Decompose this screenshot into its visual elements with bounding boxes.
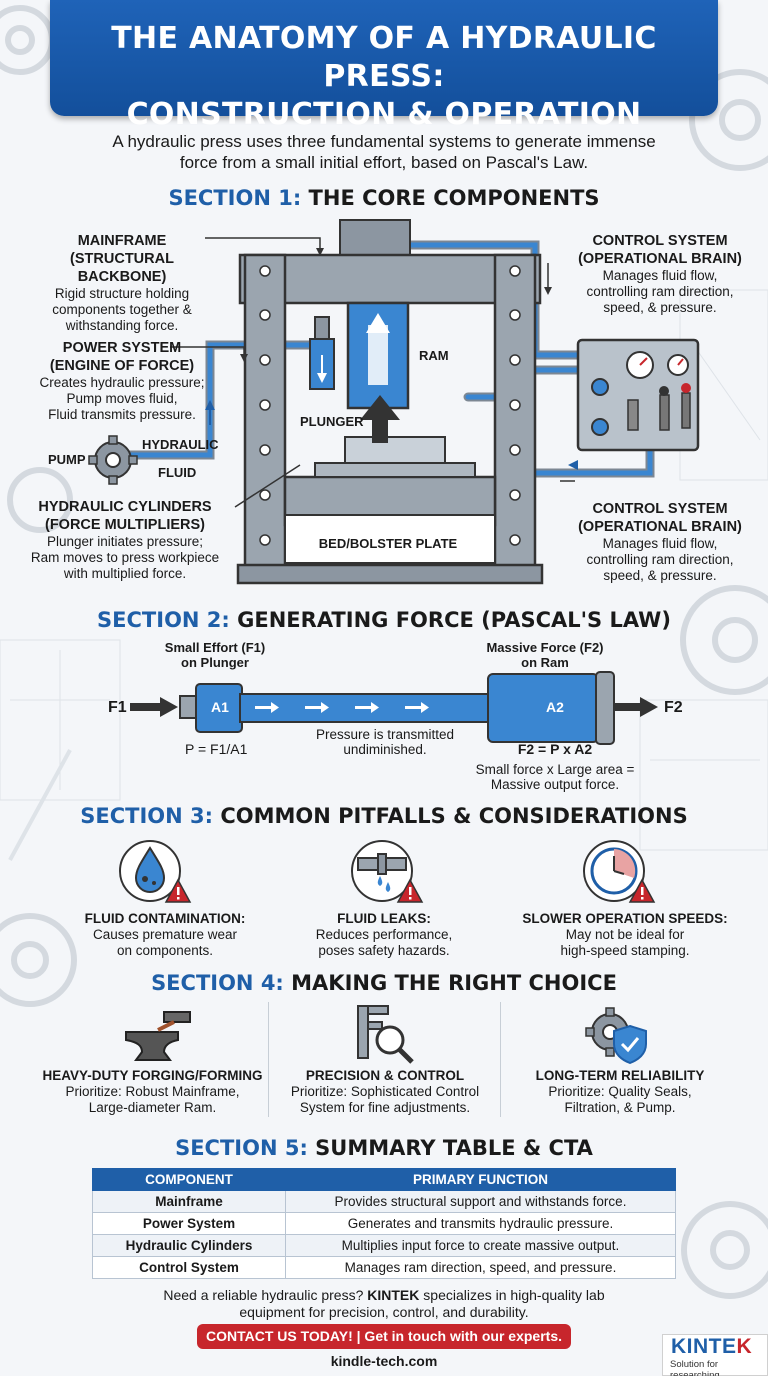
control-system-label-top: CONTROL SYSTEM (OPERATIONAL BRAIN) Manag… — [578, 233, 742, 315]
table-cell: Mainframe — [92, 1190, 286, 1213]
pitfall-fluid-contamination: FLUID CONTAMINATION: Causes premature we… — [84, 911, 246, 958]
choice-precision-control: PRECISION & CONTROL Prioritize: Sophisti… — [290, 1068, 480, 1115]
control-system-label-bottom: CONTROL SYSTEM (OPERATIONAL BRAIN) Manag… — [578, 501, 742, 583]
power-system-label: POWER SYSTEM (ENGINE OF FORCE) Creates h… — [39, 340, 205, 422]
bed-plate-label: BED/BOLSTER PLATE — [318, 536, 458, 551]
table-cell: Manages ram direction, speed, and pressu… — [285, 1256, 676, 1279]
section1-title: SECTION 1: THE CORE COMPONENTS — [168, 186, 600, 210]
table-row: Power System Generates and transmits hyd… — [92, 1212, 676, 1235]
fluid-label: FLUID — [158, 465, 197, 480]
force-summary-text: Small force x Large area = Massive outpu… — [475, 762, 635, 792]
contact-us-button[interactable]: CONTACT US TODAY! | Get in touch with ou… — [197, 1324, 571, 1349]
divider — [500, 1002, 501, 1117]
a1-label: A1 — [211, 699, 229, 715]
page-title: THE ANATOMY OF A HYDRAULIC PRESS: CONSTR… — [111, 21, 657, 132]
hydraulic-cylinders-label: HYDRAULIC CYLINDERS (FORCE MULTIPLIERS) … — [30, 499, 220, 581]
mainframe-label: MAINFRAME (STRUCTURAL BACKBONE) Rigid st… — [52, 233, 192, 333]
a2-label: A2 — [546, 699, 564, 715]
anvil-hammer-icon — [125, 1011, 191, 1061]
fluid-contamination-icon — [119, 840, 192, 903]
table-row: Control System Manages ram direction, sp… — [92, 1256, 676, 1279]
pascal-diagram — [130, 671, 658, 745]
pressure-transmitted-text: Pressure is transmitted undiminished. — [315, 727, 455, 757]
slow-speed-clock-icon — [583, 840, 656, 903]
cta-text: Need a reliable hydraulic press? KINTEK … — [163, 1287, 605, 1320]
table-cell: Hydraulic Cylinders — [92, 1234, 286, 1257]
table-cell: Control System — [92, 1256, 286, 1279]
choice-long-term-reliability: LONG-TERM RELIABILITY Prioritize: Qualit… — [535, 1068, 705, 1115]
brand-name: KINTEK — [367, 1287, 420, 1303]
press-diagram — [88, 219, 700, 585]
p-formula: P = F1/A1 — [185, 741, 248, 757]
table-cell: Provides structural support and withstan… — [285, 1190, 676, 1213]
table-cell: Multiplies input force to create massive… — [285, 1234, 676, 1257]
ram-label: RAM — [419, 348, 449, 363]
small-effort-label: Small Effort (F1) on Plunger — [164, 640, 266, 670]
page-header: THE ANATOMY OF A HYDRAULIC PRESS: CONSTR… — [50, 0, 718, 132]
section5-title: SECTION 5: SUMMARY TABLE & CTA — [175, 1136, 593, 1160]
f2-formula: F2 = P x A2 — [517, 741, 593, 757]
column-header: COMPONENT — [92, 1168, 286, 1191]
section2-title: SECTION 2: GENERATING FORCE (PASCAL'S LA… — [97, 608, 671, 632]
plunger-label: PLUNGER — [300, 414, 364, 429]
column-header: PRIMARY FUNCTION — [285, 1168, 676, 1191]
caliper-magnifier-icon — [357, 1005, 414, 1064]
gear-shield-icon — [585, 1007, 647, 1065]
intro-text: A hydraulic press uses three fundamental… — [112, 132, 656, 172]
kintek-logo: KINTEK Solution for researching — [662, 1334, 768, 1376]
table-row: Mainframe Provides structural support an… — [92, 1190, 676, 1213]
table-header-row: COMPONENT PRIMARY FUNCTION — [92, 1168, 676, 1191]
f1-label: F1 — [108, 699, 127, 716]
pump-label: PUMP — [48, 452, 86, 467]
f2-label: F2 — [664, 699, 683, 716]
website-link[interactable]: kindle-tech.com — [330, 1353, 438, 1369]
table-row: Hydraulic Cylinders Multiplies input for… — [92, 1234, 676, 1257]
choice-heavy-duty: HEAVY-DUTY FORGING/FORMING Prioritize: R… — [42, 1068, 263, 1115]
divider — [268, 1002, 269, 1117]
pitfall-slower-speeds: SLOWER OPERATION SPEEDS: May not be idea… — [522, 911, 728, 958]
hydraulic-label: HYDRAULIC — [142, 437, 219, 452]
section4-title: SECTION 4: MAKING THE RIGHT CHOICE — [151, 971, 617, 995]
table-cell: Power System — [92, 1212, 286, 1235]
summary-table: COMPONENT PRIMARY FUNCTION Mainframe Pro… — [92, 1168, 676, 1279]
fluid-leak-icon — [351, 840, 424, 903]
pitfall-fluid-leaks: FLUID LEAKS: Reduces performance, poses … — [315, 911, 453, 958]
section3-title: SECTION 3: COMMON PITFALLS & CONSIDERATI… — [80, 804, 688, 828]
table-cell: Generates and transmits hydraulic pressu… — [285, 1212, 676, 1235]
massive-force-label: Massive Force (F2) on Ram — [486, 640, 604, 670]
